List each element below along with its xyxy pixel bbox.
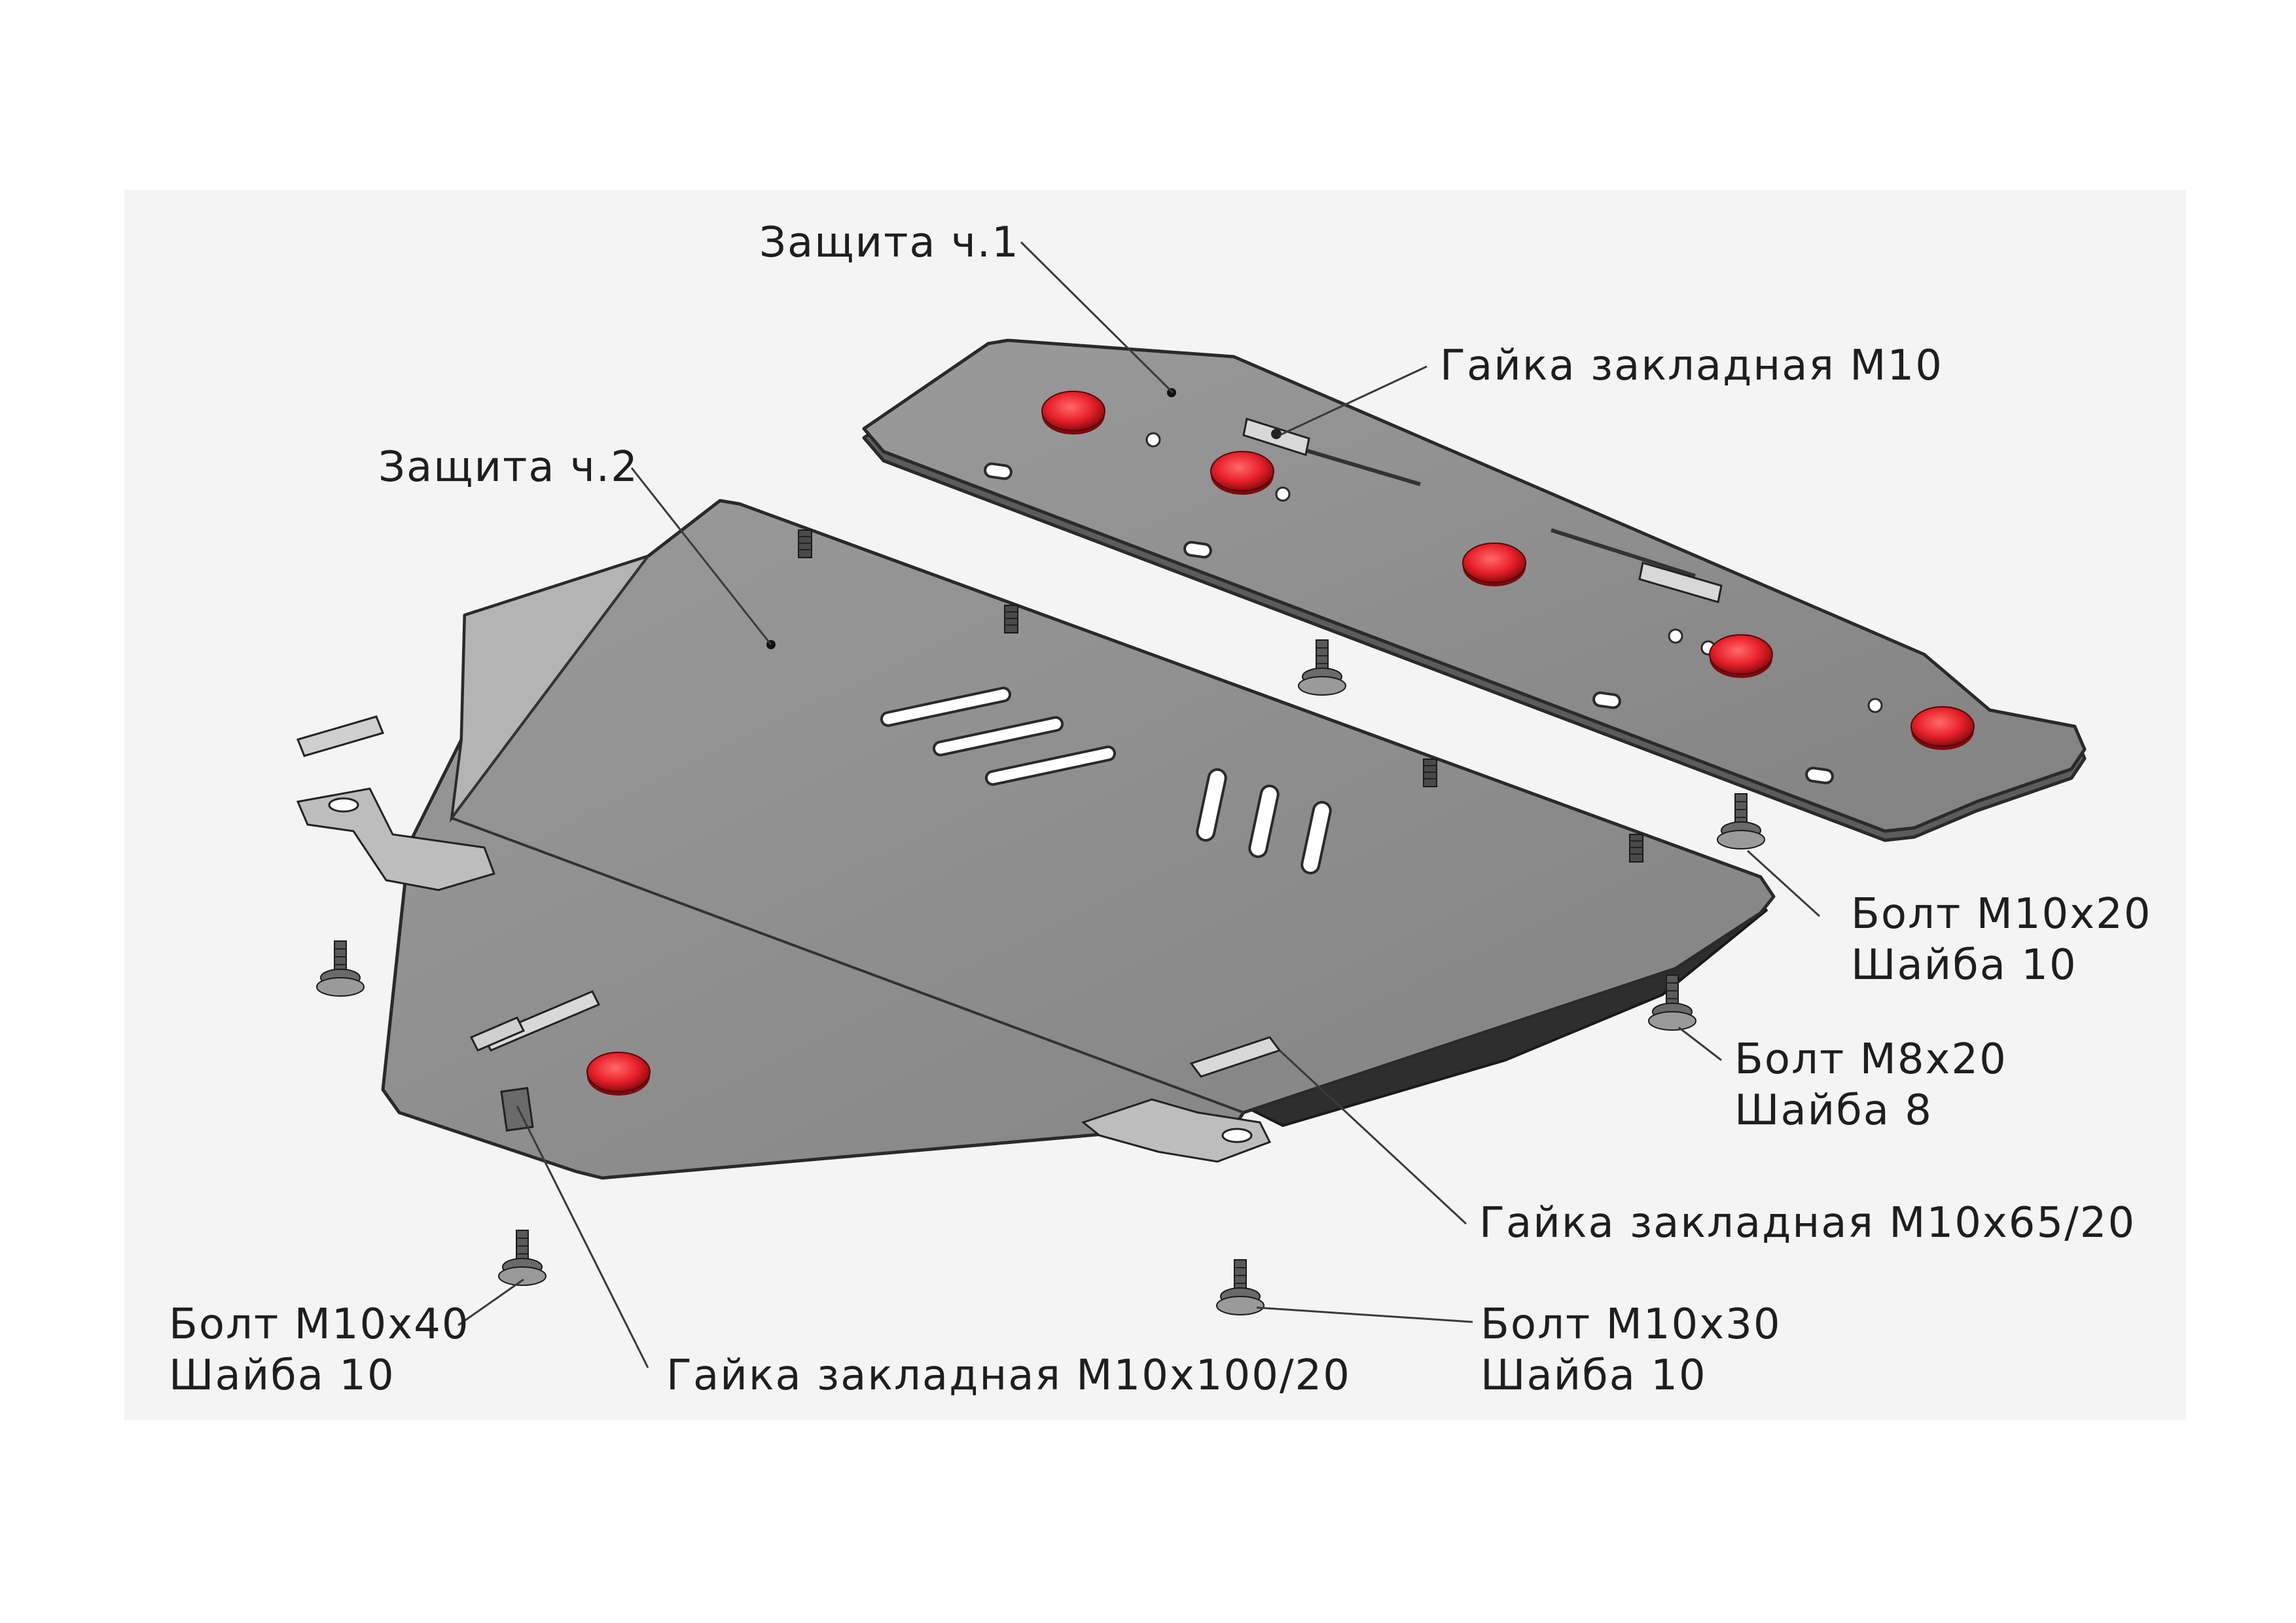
- red-cap-icon: [1210, 451, 1274, 495]
- label-embedded-nut-m10: Гайка закладная М10: [1440, 342, 1943, 390]
- red-cap-icon: [1041, 391, 1105, 435]
- label-washer-8: Шайба 8: [1734, 1086, 1933, 1135]
- stud-icon: [1629, 834, 1643, 863]
- label-washer-10-a: Шайба 10: [1851, 941, 2077, 990]
- stud-icon: [1004, 605, 1018, 633]
- embedded-nut-plate-2: [1551, 528, 1723, 603]
- label-shield-part-1: Защита ч.1: [759, 219, 1020, 267]
- label-bolt-m8x20: Болт М8х20: [1734, 1035, 2007, 1084]
- loose-plate-icon: [296, 715, 385, 757]
- red-cap-icon: [586, 1052, 651, 1096]
- label-washer-10-b: Шайба 10: [1480, 1351, 1707, 1400]
- stud-icon: [798, 529, 812, 558]
- label-shield-part-2: Защита ч.2: [378, 443, 639, 491]
- bracket-icon: [1081, 1098, 1272, 1163]
- leader-lines: [457, 241, 1821, 1368]
- red-cap-icon: [1709, 634, 1773, 679]
- label-embedded-nut-m10x100: Гайка закладная М10х100/20: [666, 1351, 1351, 1400]
- label-washer-10-c: Шайба 10: [169, 1351, 395, 1400]
- label-bolt-m10x40: Болт М10х40: [169, 1300, 470, 1349]
- bracket-icon: [296, 787, 495, 891]
- label-embedded-nut-m10x65: Гайка закладная М10х65/20: [1479, 1199, 2136, 1247]
- label-bolt-m10x20: Болт М10х20: [1851, 890, 2152, 938]
- shield-part-1: [862, 338, 2087, 842]
- label-bolt-m10x30: Болт М10х30: [1480, 1300, 1782, 1349]
- red-cap-icon: [1462, 543, 1526, 587]
- stud-icon: [1423, 758, 1437, 787]
- shield-part-2: [296, 499, 1776, 1180]
- red-cap-icon: [1910, 706, 1975, 751]
